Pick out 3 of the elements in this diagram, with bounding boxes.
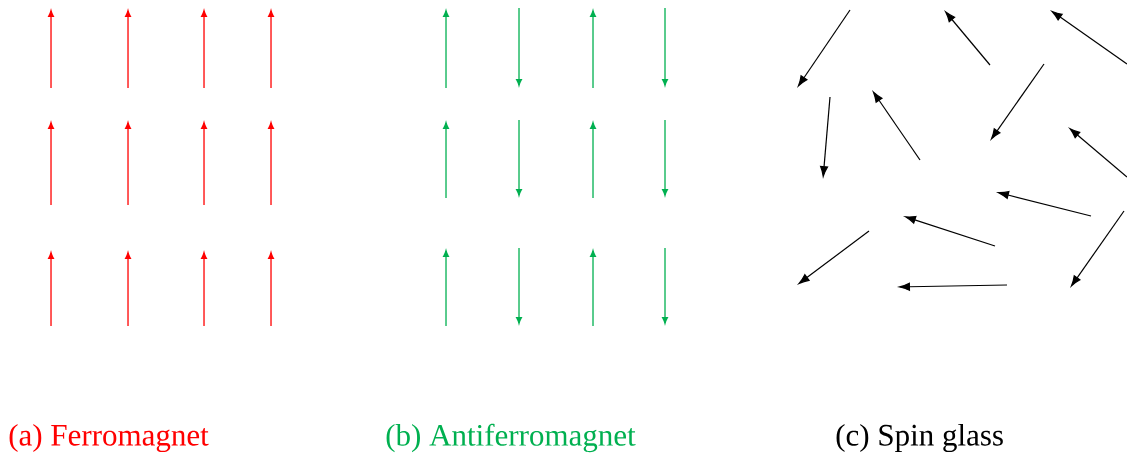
panel-label: (c) Spin glass xyxy=(836,423,1003,453)
panel-label: (b) Antiferromagnet xyxy=(386,423,636,453)
panel-label: (a) Ferromagnet xyxy=(9,423,209,453)
